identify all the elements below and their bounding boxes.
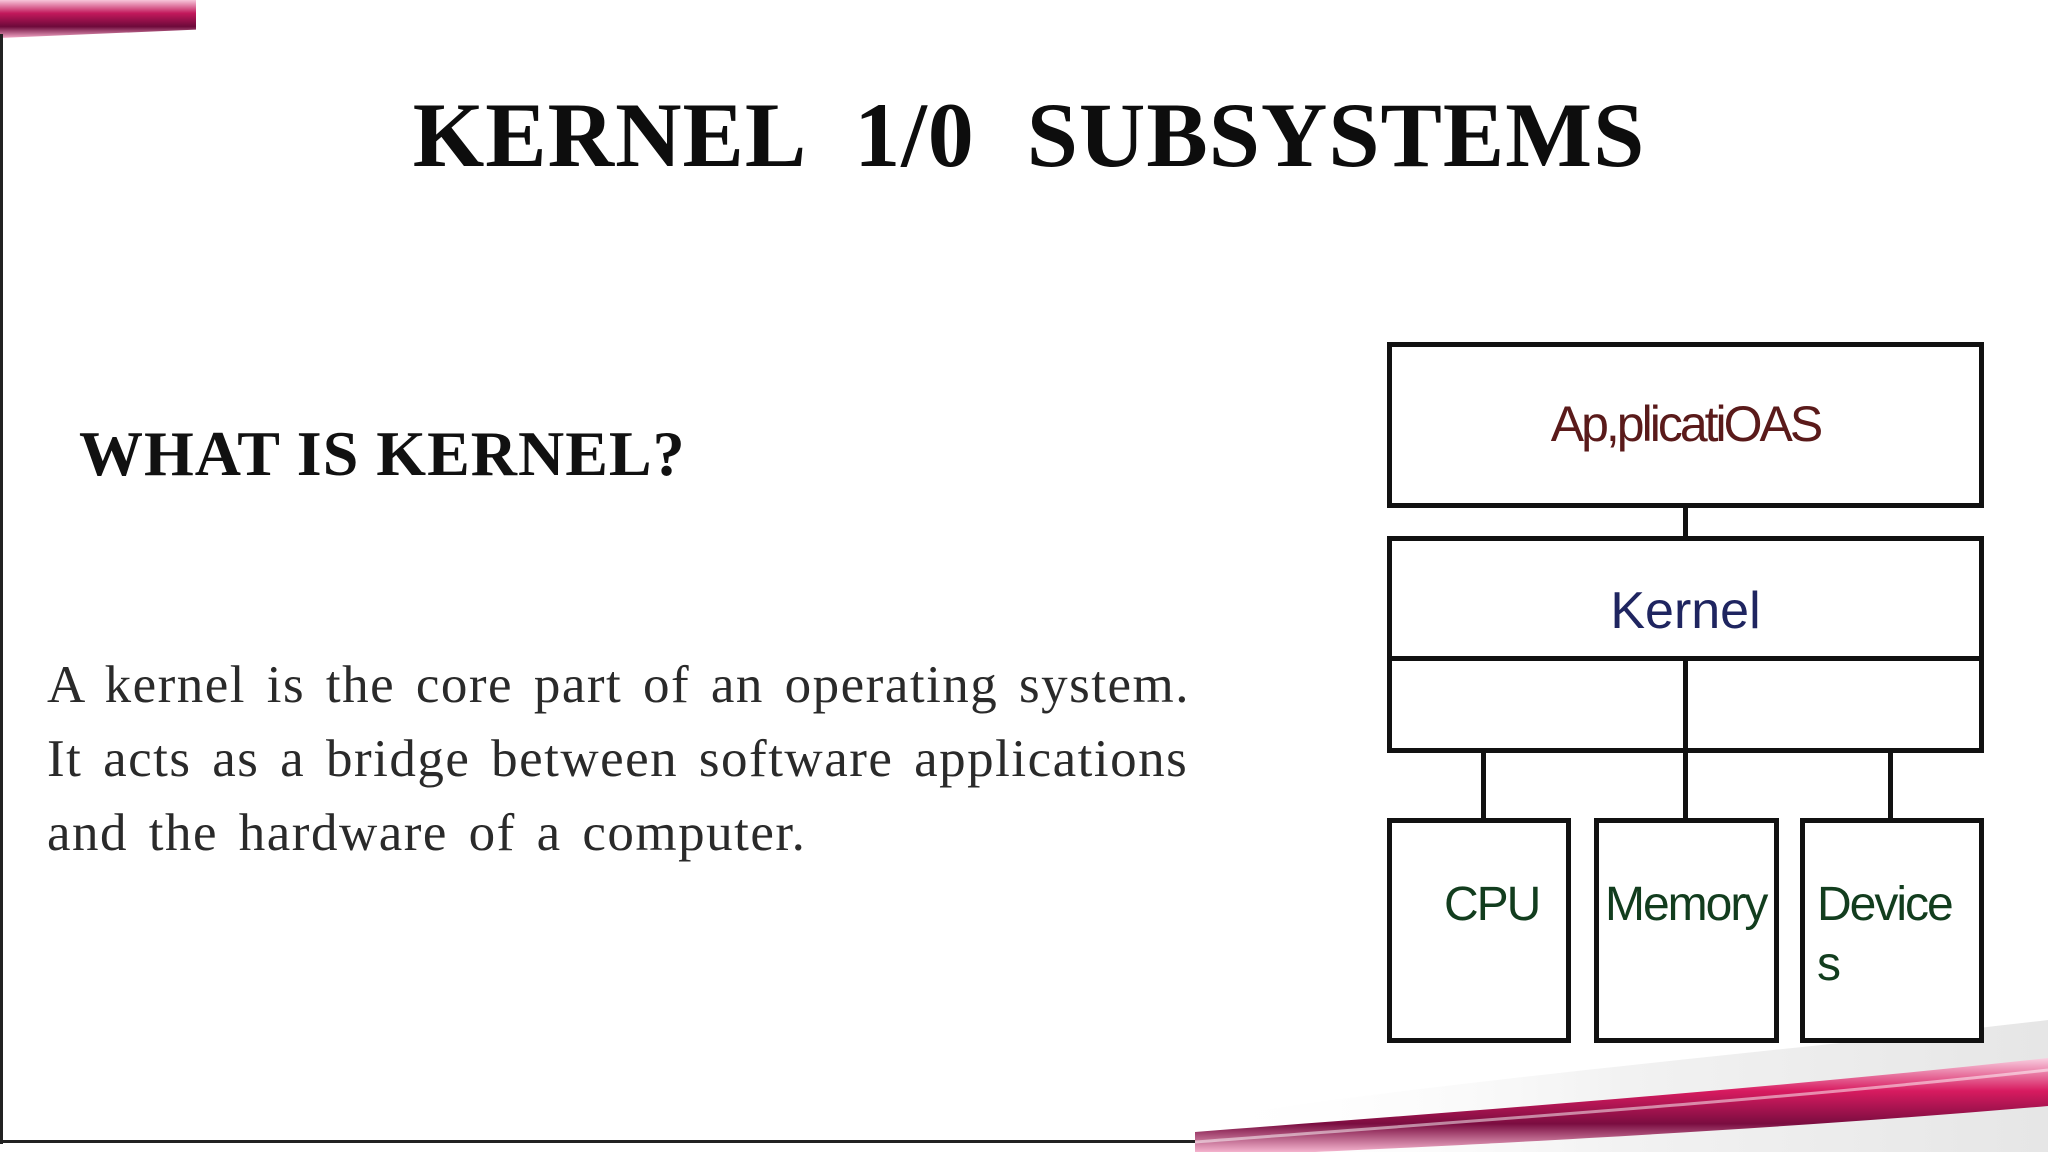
applications-label: Ap,plicatiOAS <box>1550 396 1823 452</box>
body-paragraph: A kernel is the core part of an operatin… <box>47 648 1257 870</box>
connector-line <box>1481 748 1486 821</box>
memory-label: Memory <box>1605 878 1768 931</box>
connector-line <box>1683 656 1688 821</box>
connector-line <box>1683 505 1688 540</box>
kernel-connector-frame <box>1387 656 1984 753</box>
section-heading: WHAT IS KERNEL? <box>79 418 686 489</box>
bottom-border-line <box>0 1140 1220 1143</box>
kernel-box: Kernel <box>1387 536 1984 661</box>
cpu-label: CPU <box>1444 878 1541 931</box>
body-line: It acts as a bridge between software app… <box>47 730 1189 788</box>
devices-box: Device s <box>1800 818 1984 1043</box>
left-border-line <box>0 34 3 1144</box>
devices-label-line2: s <box>1817 938 1841 991</box>
slide-title: KERNEL 1/0 SUBSYSTEMS <box>412 84 1646 186</box>
cpu-box: CPU <box>1387 818 1571 1043</box>
top-ribbon-decoration <box>0 0 196 38</box>
body-line: and the hardware of a computer. <box>47 804 807 862</box>
bottom-swoosh-decoration <box>1195 1020 2048 1152</box>
connector-line <box>1888 748 1893 821</box>
applications-box: Ap,plicatiOAS <box>1387 342 1984 508</box>
devices-label-line1: Device <box>1817 878 1954 931</box>
memory-box: Memory <box>1594 818 1779 1043</box>
body-line: A kernel is the core part of an operatin… <box>47 656 1191 714</box>
kernel-label: Kernel <box>1610 582 1761 640</box>
